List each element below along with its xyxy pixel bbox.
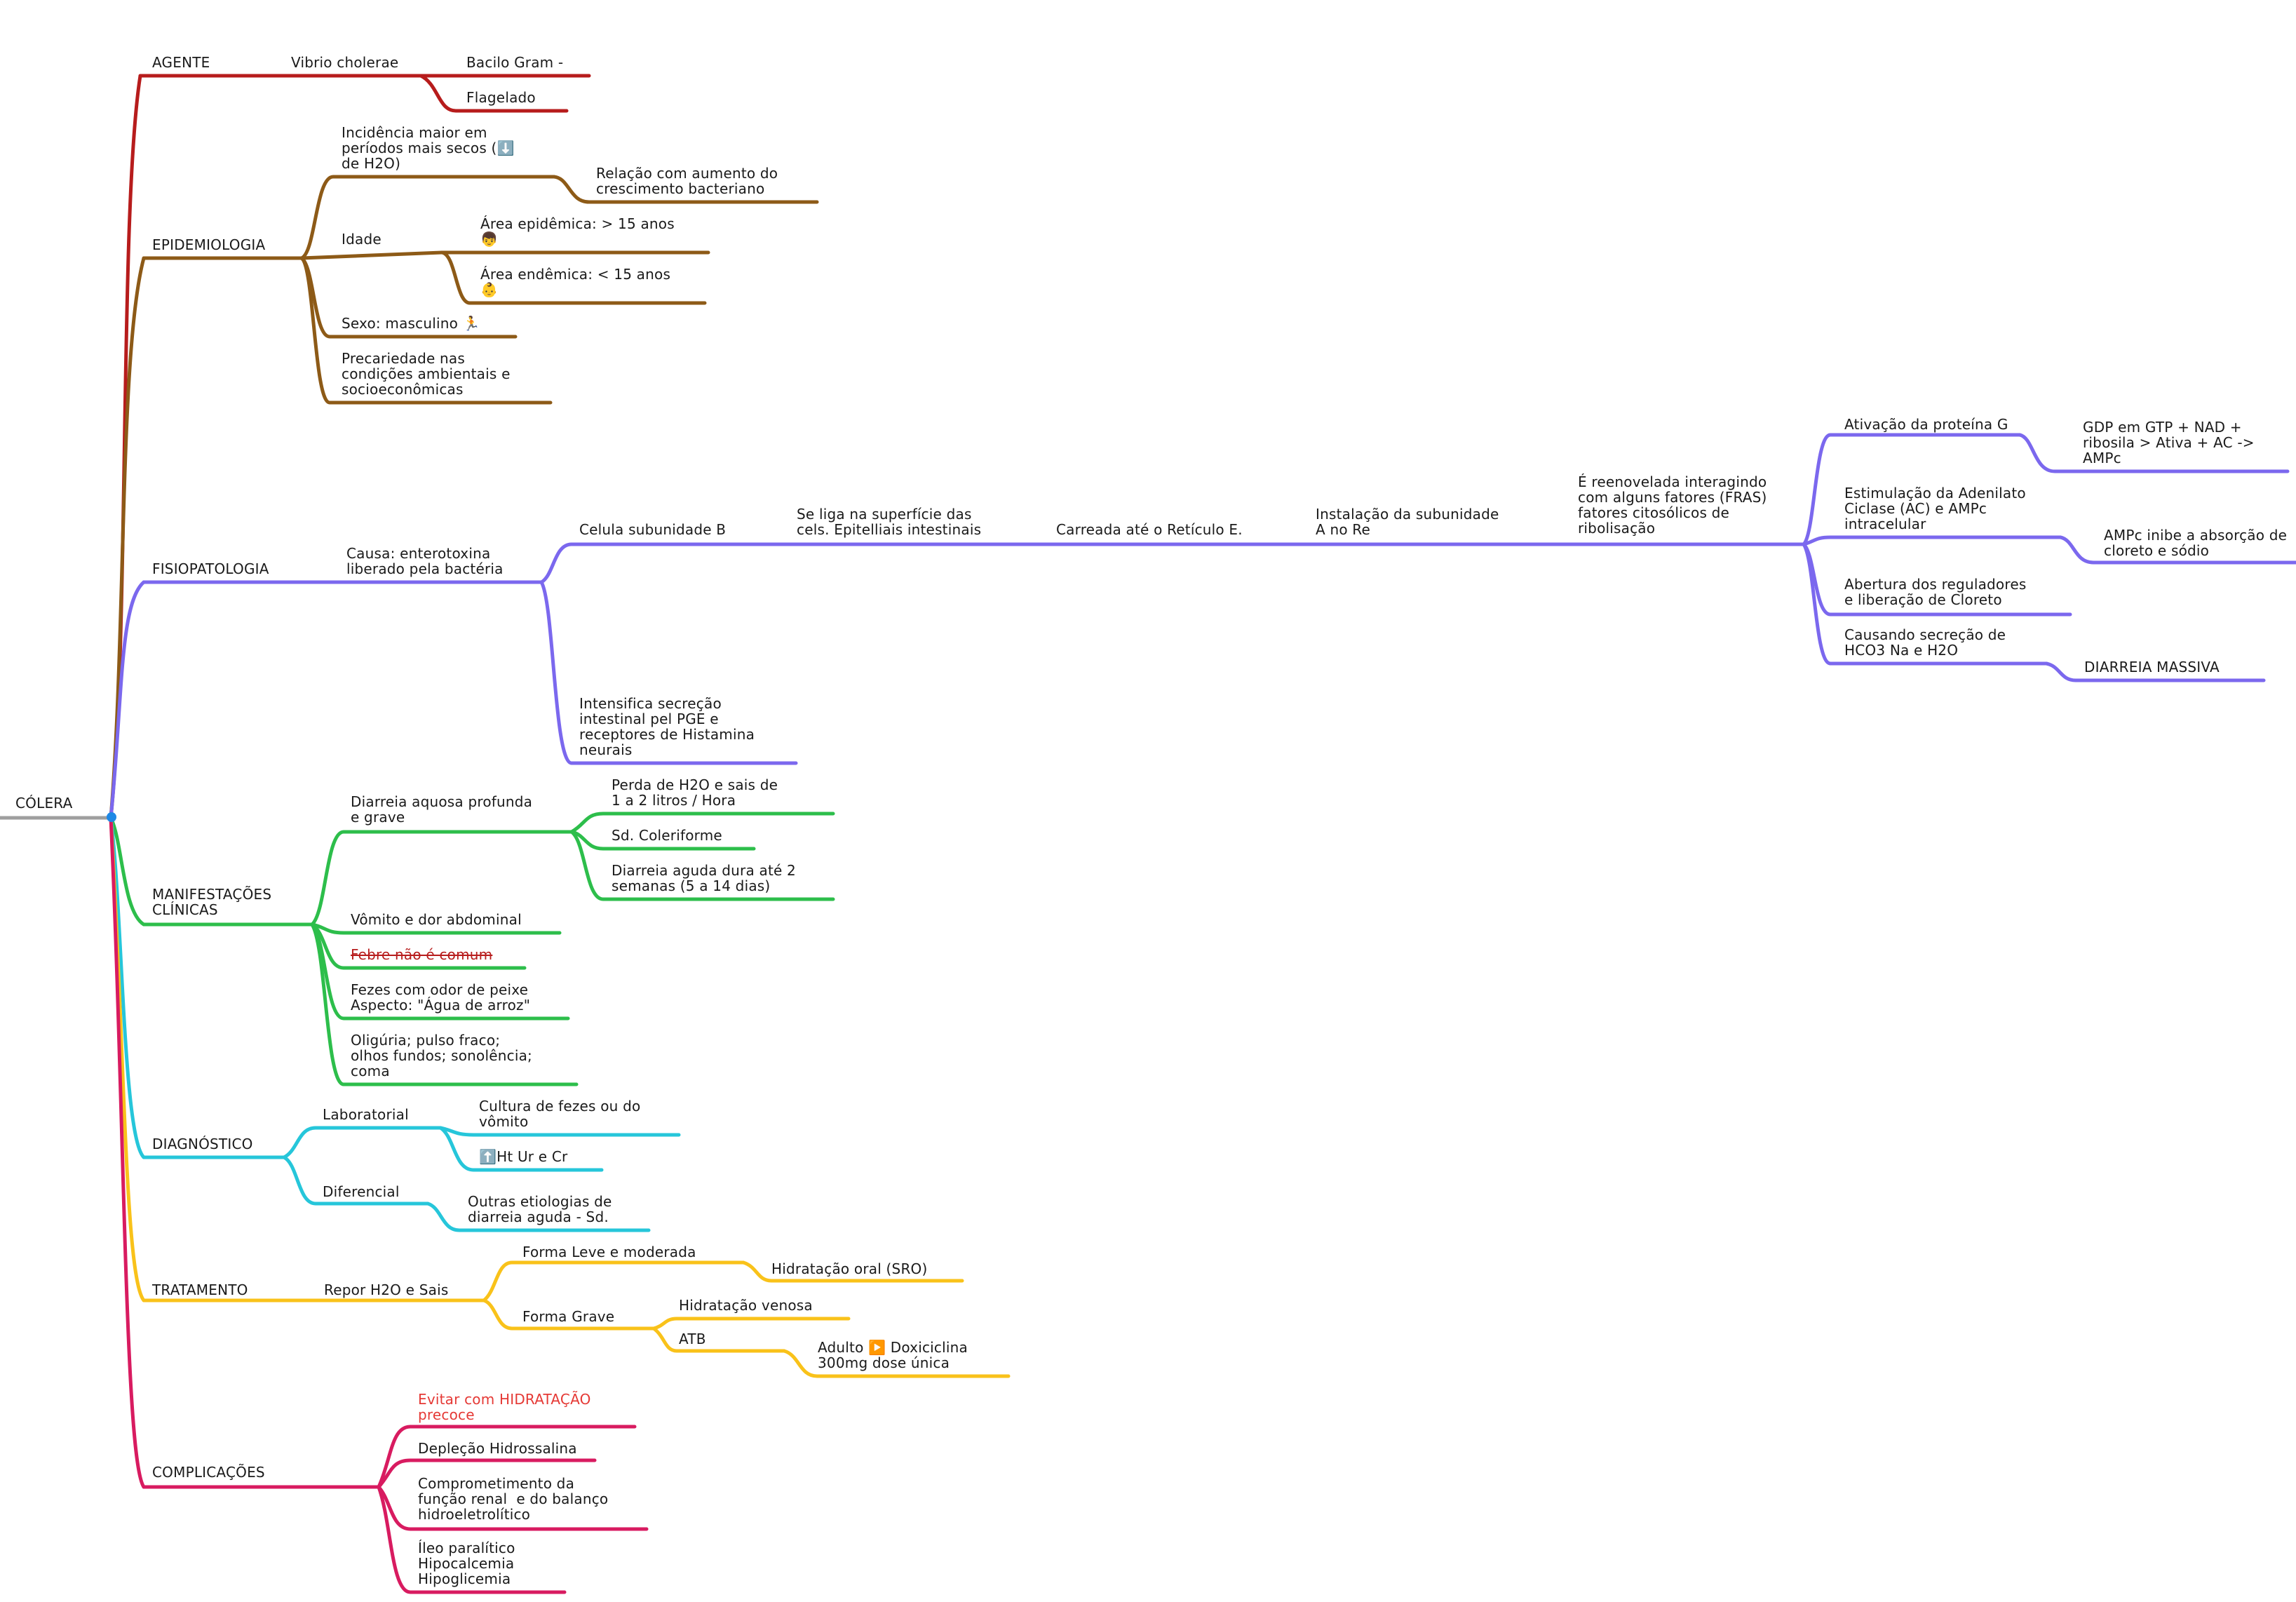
diagnostico-label[interactable]: DIAGNÓSTICO — [152, 1136, 253, 1152]
agente-branches — [109, 74, 591, 820]
precariedade-node[interactable]: Precariedade nas condições ambientais e … — [342, 350, 511, 398]
fisiopatologia-branches — [109, 433, 2296, 820]
gdp-node[interactable]: GDP em GTP + NAD + ribosila > Ativa + AC… — [2083, 419, 2255, 466]
outras-etiologias-node[interactable]: Outras etiologias de diarreia aguda - Sd… — [468, 1193, 612, 1225]
area-endemica-node[interactable]: Área endêmica: < 15 anos 👶 — [480, 266, 671, 298]
comprometimento-node[interactable]: Comprometimento da função renal e do bal… — [418, 1475, 609, 1523]
agente-label[interactable]: AGENTE — [152, 54, 210, 71]
root-node-dot[interactable] — [107, 812, 116, 822]
bacilo-node[interactable]: Bacilo Gram - — [466, 54, 564, 71]
forma-leve-node[interactable]: Forma Leve e moderada — [522, 1244, 696, 1260]
repor-node[interactable]: Repor H2O e Sais — [324, 1281, 449, 1298]
diarreia-massiva-node[interactable]: DIARREIA MASSIVA — [2084, 659, 2220, 675]
celula-node[interactable]: Celula subunidade B — [579, 521, 727, 538]
diarreia-aguda-node[interactable]: Diarreia aguda dura até 2 semanas (5 a 1… — [612, 862, 796, 894]
estimulacao-node[interactable]: Estimulação da Adenilato Ciclase (AC) e … — [1844, 485, 2026, 532]
relacao-node[interactable]: Relação com aumento do crescimento bacte… — [596, 165, 778, 197]
hidratacao-venosa-node[interactable]: Hidratação venosa — [679, 1297, 813, 1314]
complicacoes-branches — [109, 816, 649, 1594]
febre-node[interactable]: Febre não é comum — [351, 946, 493, 963]
causando-node[interactable]: Causando secreção de HCO3 Na e H2O — [1844, 626, 2006, 659]
reenovelada-node[interactable]: É reenovelada interagindo com alguns fat… — [1578, 473, 1767, 537]
laboratorial-node[interactable]: Laboratorial — [323, 1106, 409, 1123]
ativacao-node[interactable]: Ativação da proteína G — [1844, 416, 2008, 433]
forma-grave-node[interactable]: Forma Grave — [522, 1308, 615, 1325]
diagnostico-branches — [109, 816, 681, 1232]
fisiopatologia-label[interactable]: FISIOPATOLOGIA — [152, 560, 269, 577]
deplecao-node[interactable]: Depleção Hidrossalina — [418, 1440, 577, 1457]
idade-node[interactable]: Idade — [342, 231, 381, 248]
manifestacoes-branches — [109, 812, 835, 1086]
ileo-node[interactable]: Íleo paralítico Hipocalcemia Hipoglicemi… — [418, 1540, 515, 1587]
hidratacao-oral-node[interactable]: Hidratação oral (SRO) — [771, 1260, 928, 1277]
ampc-node[interactable]: AMPc inibe a absorção de cloreto e sódio — [2104, 527, 2288, 559]
evitar-node[interactable]: Evitar com HIDRATAÇÃO precoce — [418, 1391, 591, 1423]
incidencia-node[interactable]: Incidência maior em períodos mais secos … — [342, 124, 515, 172]
ht-ur-cr-node[interactable]: ⬆️Ht Ur e Cr — [479, 1148, 568, 1165]
adulto-node[interactable]: Adulto ▶️ Doxiciclina 300mg dose única — [818, 1339, 968, 1371]
abertura-node[interactable]: Abertura dos reguladores e liberação de … — [1844, 576, 2027, 608]
liga-node[interactable]: Se liga na superfície das cels. Epitelli… — [797, 506, 982, 538]
sd-coleriforme-node[interactable]: Sd. Coleriforme — [612, 827, 722, 844]
carreada-node[interactable]: Carreada até o Retículo E. — [1056, 521, 1243, 538]
epidemiologia-label[interactable]: EPIDEMIOLOGIA — [152, 236, 266, 253]
fezes-node[interactable]: Fezes com odor de peixe Aspecto: "Água d… — [351, 981, 531, 1014]
tratamento-label[interactable]: TRATAMENTO — [152, 1281, 248, 1298]
cultura-node[interactable]: Cultura de fezes ou do vômito — [479, 1098, 641, 1130]
vibrio-node[interactable]: Vibrio cholerae — [291, 54, 399, 71]
flagelado-node[interactable]: Flagelado — [466, 89, 536, 106]
oliguria-node[interactable]: Oligúria; pulso fraco; olhos fundos; son… — [351, 1032, 532, 1079]
sexo-node[interactable]: Sexo: masculino 🏃 — [342, 315, 480, 332]
vomito-node[interactable]: Vômito e dor abdominal — [351, 911, 522, 928]
manifestacoes-label[interactable]: MANIFESTAÇÕES CLÍNICAS — [152, 886, 272, 918]
causa-node[interactable]: Causa: enterotoxina liberado pela bactér… — [346, 545, 504, 577]
area-epidemica-node[interactable]: Área epidêmica: > 15 anos 👦 — [480, 215, 675, 248]
instalacao-node[interactable]: Instalação da subunidade A no Re — [1316, 506, 1499, 538]
diarreia-aquosa-node[interactable]: Diarreia aquosa profunda e grave — [351, 793, 533, 826]
diferencial-node[interactable]: Diferencial — [323, 1183, 400, 1200]
perda-node[interactable]: Perda de H2O e sais de 1 a 2 litros / Ho… — [612, 776, 778, 809]
intensifica-node[interactable]: Intensifica secreção intestinal pel PGE … — [579, 695, 755, 758]
atb-node[interactable]: ATB — [679, 1331, 706, 1347]
root-label[interactable]: CÓLERA — [15, 795, 73, 812]
complicacoes-label[interactable]: COMPLICAÇÕES — [152, 1464, 265, 1481]
